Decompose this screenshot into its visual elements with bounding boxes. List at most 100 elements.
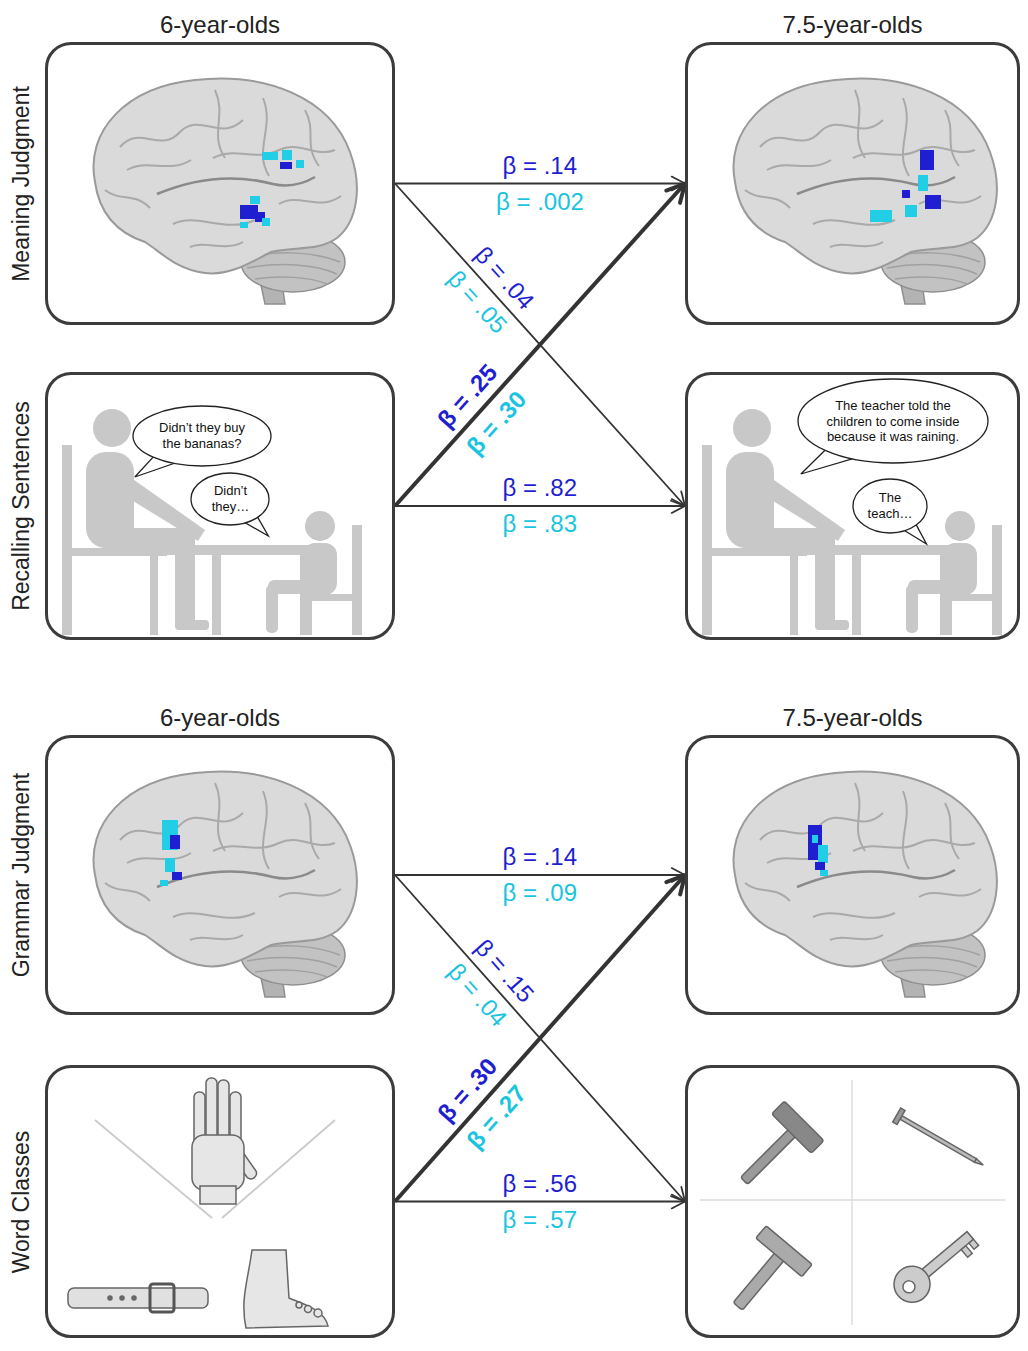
bubble-text-group: Didn’t they buy the bananas? [149, 420, 255, 451]
word-pictures-right [724, 1101, 824, 1201]
activation-blob [870, 210, 892, 222]
age-heading: 7.5-year-olds [688, 11, 1017, 39]
panel-box: 7.5-year-olds [685, 42, 1020, 325]
panel-box: Recalling SentencesDidn’t they buy the b… [45, 372, 395, 640]
bubble-text: The teacher told the children to come in… [820, 398, 966, 445]
arrowhead [671, 491, 685, 506]
word-pictures-right [700, 1080, 1005, 1326]
activation-blob [815, 862, 825, 870]
bubble-text-group: The teacher told the children to come in… [820, 398, 966, 445]
word-pictures-left [305, 1306, 312, 1313]
activation-blob [250, 196, 260, 204]
word-pictures-right [969, 1239, 979, 1249]
word-pictures-left [108, 1296, 112, 1300]
brain-drawing [733, 772, 996, 997]
arrow-line [395, 874, 685, 876]
word-pictures-right [961, 1246, 972, 1258]
beta-label: β = .57 [500, 1207, 581, 1233]
word-pictures-right [715, 1226, 812, 1326]
arrowhead [672, 1195, 685, 1209]
panel-box: 6-year-oldsMeaning Judgment [45, 42, 395, 325]
activation-blob [160, 880, 168, 886]
measure-label: Meaning Judgment [9, 86, 34, 282]
activation-blob [240, 222, 248, 228]
activation-blob [820, 870, 828, 876]
bubble-text-group: The teach… [861, 490, 919, 521]
word-pictures-left [68, 1288, 208, 1308]
beta-label: β = .82 [500, 475, 581, 501]
bubble-text: Didn’t they… [200, 483, 261, 514]
arrow-line [395, 183, 685, 185]
word-pictures-right [893, 1108, 905, 1124]
arrowhead [666, 184, 685, 203]
beta-label: β = .14 [500, 844, 581, 870]
cross-lag-arrow [395, 184, 685, 507]
arrow-line [395, 1201, 685, 1203]
word-pictures-left [206, 1078, 217, 1142]
activation-blob [920, 150, 934, 170]
word-pictures-left [132, 1296, 136, 1300]
word-pictures-right [741, 1128, 798, 1185]
word-pictures-right [975, 1159, 985, 1167]
word-pictures-left [120, 1296, 124, 1300]
speech-bubble: The teacher told the children to come in… [797, 378, 989, 464]
word-pictures-right [900, 1116, 976, 1162]
brain-drawing [733, 79, 996, 304]
beta-label: β = .14 [500, 153, 581, 179]
beta-label: β = .09 [500, 880, 581, 906]
activation-blob [262, 152, 278, 160]
activation-blob [282, 150, 292, 160]
word-pictures-right [700, 1080, 1005, 1325]
activation-blob [812, 835, 818, 843]
speech-bubble: The teach… [852, 478, 928, 534]
word-pictures-right [893, 1108, 988, 1172]
activation-blob [170, 835, 180, 849]
beta-label: β = .002 [493, 189, 587, 215]
word-pictures-left [244, 1250, 328, 1328]
speech-bubble: Didn’t they buy the bananas? [132, 405, 272, 467]
word-pictures-left [192, 1135, 244, 1190]
cross-lag-arrow [395, 184, 685, 507]
arrow-line [395, 505, 685, 507]
bubble-outline [191, 473, 269, 525]
activation-blob [165, 858, 175, 872]
brain-drawing [93, 772, 356, 997]
cross-lag-arrow [395, 875, 685, 1202]
arrowhead [671, 1187, 685, 1202]
arrow-line [395, 184, 685, 507]
bubble-outline [798, 379, 988, 463]
word-pictures-left [95, 1120, 335, 1218]
panel-box: 7.5-year-olds [685, 735, 1020, 1015]
activation-blob [905, 205, 917, 217]
arrow-line [395, 875, 685, 1202]
word-pictures-left [296, 1302, 302, 1308]
bubble-outline [133, 406, 271, 466]
arrow-line [395, 184, 685, 507]
panel-box [685, 1065, 1020, 1338]
word-pictures-right [921, 1232, 973, 1278]
word-pictures-left [218, 1080, 229, 1142]
activation-blob [902, 190, 910, 198]
activation-blob [925, 195, 941, 209]
word-pictures-right [756, 1226, 812, 1277]
age-heading: 6-year-olds [48, 11, 392, 39]
measure-label: Word Classes [9, 1130, 34, 1273]
word-pictures-right [887, 1222, 982, 1310]
panel-box: Word Classes [45, 1065, 395, 1338]
bubble-text: Didn’t they buy the bananas? [149, 420, 255, 451]
beta-label: β = .83 [500, 511, 581, 537]
activation-blob [172, 872, 182, 880]
panel-box: The teacher told the children to come in… [685, 372, 1020, 640]
arrowhead [666, 875, 685, 894]
activation-blob [262, 218, 270, 226]
brain-drawing [93, 79, 356, 304]
age-heading: 6-year-olds [48, 704, 392, 732]
bubble-text: The teach… [861, 490, 919, 521]
activation-blob [818, 845, 828, 863]
table-scene [62, 409, 362, 635]
bubble-outline [853, 479, 927, 533]
arrowhead [672, 499, 685, 513]
activation-blob [280, 162, 292, 169]
measure-label: Recalling Sentences [9, 401, 34, 611]
